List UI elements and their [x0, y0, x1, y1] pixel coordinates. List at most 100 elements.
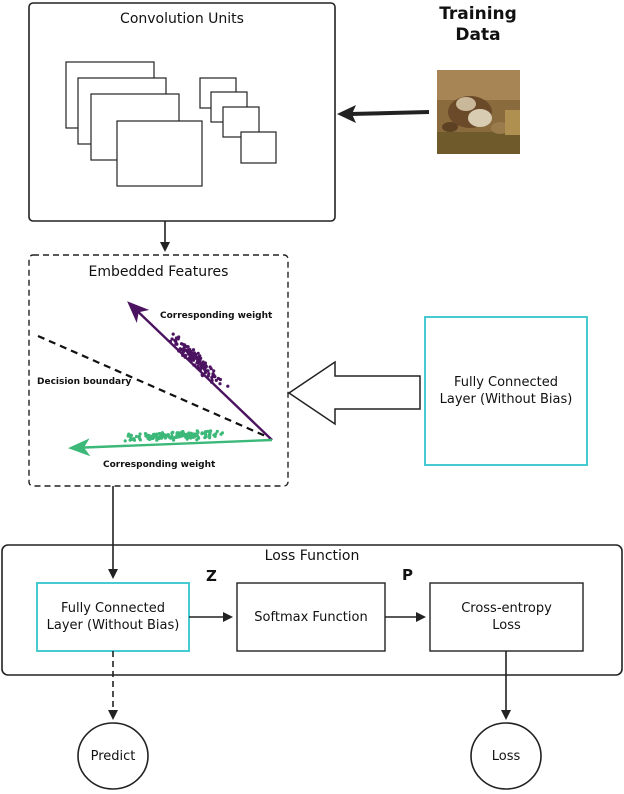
z-label: Z [206, 567, 217, 585]
decision-boundary-line [37, 334, 271, 440]
fc-layer-loss-label: Fully Connected Layer (Without Bias) [46, 601, 180, 633]
training-data-title: Training Data [439, 4, 517, 45]
scatter-point [150, 435, 154, 439]
scatter-point [160, 435, 164, 439]
convolution-units-title: Convolution Units [120, 11, 244, 27]
scatter-point [170, 431, 174, 435]
scatter-point [176, 431, 180, 435]
decision-boundary-label: Decision boundary [37, 377, 132, 387]
cross-entropy-box [429, 582, 584, 652]
scatter-point [195, 433, 199, 437]
scatter-point [170, 435, 174, 439]
scatter-point [204, 433, 208, 437]
scatter-point [186, 350, 190, 355]
scatter-point [198, 362, 202, 366]
feature-maps-small [199, 77, 277, 164]
scatter-point [179, 430, 183, 435]
scatter-point [170, 337, 174, 341]
scatter-point [198, 354, 202, 358]
fc-layer-right-label: Fully Connected Layer (Without Bias) [439, 375, 573, 407]
green-weight-vector [68, 438, 273, 457]
scatter-point [191, 348, 196, 352]
predict-node [77, 722, 149, 790]
scatter-point [208, 365, 212, 369]
scatter-point [190, 358, 195, 362]
weight-label-top: Corresponding weight [160, 311, 273, 321]
scatter-point [203, 371, 207, 375]
hollow-arrow-fc-to-embedded [287, 360, 421, 426]
scatter-point [213, 434, 217, 438]
scatter-point [207, 372, 211, 376]
loss-label: Loss [491, 749, 521, 764]
loss-function-title: Loss Function [264, 548, 360, 564]
scatter-point [182, 346, 186, 350]
scatter-point [176, 337, 180, 341]
scatter-point [183, 433, 187, 437]
scatter-point [195, 357, 199, 361]
scatter-point [214, 432, 218, 436]
scatter-point [206, 429, 210, 433]
arrow-training-to-conv [349, 110, 430, 116]
embedded-features-title: Embedded Features [88, 264, 229, 280]
scatter-point [202, 363, 206, 367]
scatter-point [212, 375, 216, 379]
scatter-point [160, 431, 164, 435]
purple-weight-vector [127, 301, 273, 441]
scatter-point [209, 429, 213, 433]
scatter-point [153, 435, 157, 439]
scatter-point [208, 431, 212, 435]
scatter-point [203, 436, 207, 440]
scatter-point [167, 435, 171, 439]
scatter-point [185, 437, 189, 441]
scatter-point [147, 437, 152, 442]
green-class-points [123, 429, 224, 443]
scatter-point [171, 332, 175, 336]
scatter-point [157, 431, 162, 436]
scatter-point [210, 375, 214, 380]
scatter-point [203, 367, 207, 371]
scatter-point [212, 369, 216, 373]
scatter-point [191, 353, 195, 357]
convolution-units-box [28, 2, 336, 222]
scatter-point [218, 382, 222, 386]
scatter-point [181, 349, 185, 353]
cross-entropy-label: Cross-entropy Loss [461, 601, 552, 633]
embedded-features-box [28, 254, 289, 487]
fc-layer-right-box [424, 316, 588, 466]
scatter-point [195, 361, 199, 365]
scatter-point [215, 429, 219, 433]
scatter-point [191, 435, 195, 439]
scatter-point [134, 434, 139, 439]
scatter-point [132, 438, 137, 442]
softmax-label: Softmax Function [254, 610, 368, 625]
scatter-point [123, 439, 127, 443]
weight-label-bottom: Corresponding weight [103, 460, 216, 470]
scatter-point [219, 432, 223, 436]
fc-layer-loss-box [36, 582, 190, 652]
scatter-point [130, 437, 134, 441]
scatter-point [196, 430, 200, 434]
scatter-point [201, 360, 205, 364]
scatter-point [226, 384, 230, 388]
scatter-point [189, 436, 193, 440]
scatter-point [196, 351, 200, 355]
scatter-point [144, 433, 149, 437]
scatter-point [174, 342, 178, 346]
scatter-point [208, 434, 212, 438]
scatter-point [181, 342, 185, 346]
scatter-point [200, 431, 204, 435]
loss-function-box [1, 544, 623, 676]
scatter-point [197, 356, 202, 360]
feature-maps-large [65, 61, 203, 187]
p-label: P [402, 566, 413, 584]
scatter-point [137, 436, 142, 440]
training-image [437, 70, 520, 154]
softmax-box [236, 582, 386, 652]
scatter-point [186, 348, 190, 352]
scatter-point [178, 433, 182, 438]
scatter-point [191, 432, 195, 436]
predict-label: Predict [90, 749, 136, 764]
scatter-point [154, 433, 158, 437]
scatter-point [173, 338, 177, 342]
